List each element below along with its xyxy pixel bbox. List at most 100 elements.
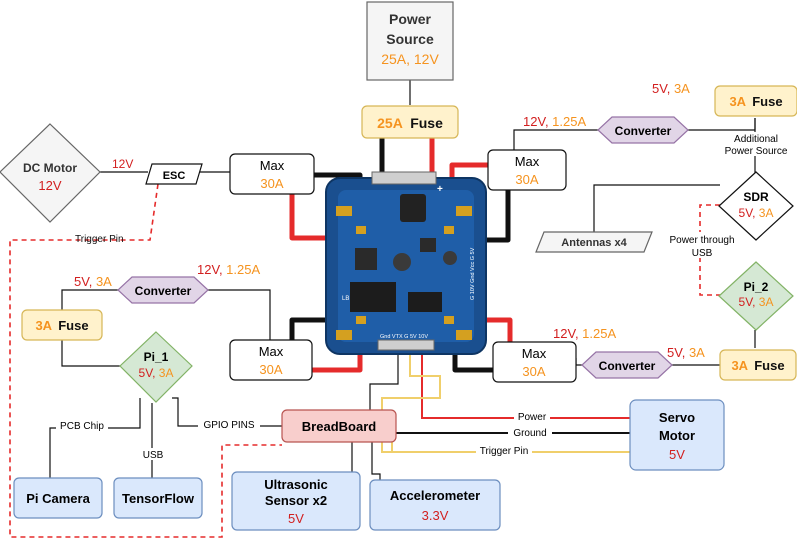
servo-voltage: 5V <box>669 447 685 462</box>
breadboard-box <box>281 409 397 443</box>
wire-converter-fuse-left <box>61 289 118 310</box>
board-chip-4 <box>355 248 377 270</box>
accelerometer-voltage: 3.3V <box>422 508 449 523</box>
accelerometer-node: Accelerometer 3.3V <box>369 479 501 531</box>
sdr-node: SDR 5V, 3A <box>718 171 794 241</box>
fuse-bottom-right: 3A Fuse <box>719 349 797 381</box>
board-inductor-1 <box>393 253 411 271</box>
pi1-v: 5V, <box>139 366 159 380</box>
dc-motor-node: DC Motor 12V <box>0 123 101 223</box>
power-wire-label: Power <box>518 412 547 423</box>
board-chip-2 <box>408 292 442 312</box>
max-top-left: Max 30A <box>229 153 315 195</box>
pad <box>456 206 472 216</box>
pad <box>444 226 454 234</box>
ultrasonic-node: Ultrasonic Sensor x2 5V <box>231 471 361 531</box>
dashed-esc-trigger <box>9 183 282 538</box>
power-source-box <box>366 1 454 81</box>
fuse-text: 3A Fuse <box>35 318 88 333</box>
accelerometer-label: Accelerometer <box>390 488 480 503</box>
pcb-chip-bg <box>56 420 108 432</box>
dc-motor-diamond <box>0 123 101 223</box>
wire-max-converter-bottom <box>575 358 582 366</box>
max-label: Max <box>522 346 547 361</box>
converter-bottom-out-a: 3A <box>689 345 705 360</box>
converter-bottom-v: 12V, <box>553 326 582 341</box>
tensorflow-box <box>113 477 203 519</box>
main-fuse-label: Fuse <box>410 115 443 131</box>
fuse-label: Fuse <box>58 318 88 333</box>
pi1-spec: 5V, 3A <box>139 366 174 380</box>
wire-pi1-camera <box>49 398 141 478</box>
wire-servo-power <box>421 352 630 419</box>
board-top-header <box>371 171 437 185</box>
power-usb-line1: Power through <box>669 235 734 246</box>
ground-wire-label-bg <box>508 427 552 439</box>
max-box <box>492 341 577 383</box>
pi1-label: Pi_1 <box>144 350 169 364</box>
additional-power-bg <box>718 132 794 156</box>
usb-bg <box>144 448 164 460</box>
max-amps: 30A <box>260 176 283 191</box>
fuse-top-right: 3A Fuse <box>714 85 797 117</box>
pi2-node: Pi_2 5V, 3A <box>718 261 794 331</box>
converter-top-a: 1.25A <box>552 114 586 129</box>
power-source-line1: Power <box>389 11 432 27</box>
wire-fuse-pi1 <box>61 340 122 367</box>
fuse-top-right-v: 5V, <box>652 81 674 96</box>
fuse-amps: 3A <box>35 318 52 333</box>
converter-bottom-a: 1.25A <box>582 326 616 341</box>
converter-bottom-input: 12V, 1.25A <box>553 326 616 341</box>
fuse-top-right-output: 5V, 3A <box>652 81 690 96</box>
wire-12v-label: 12V <box>112 157 133 171</box>
antennas-label: Antennas x4 <box>561 237 627 249</box>
fuse-box <box>714 85 797 117</box>
pad <box>444 316 454 324</box>
board-left-label: LB <box>342 296 349 302</box>
sdr-a: 3A <box>759 206 774 220</box>
power-source-node: Power Source 25A, 12V <box>366 1 454 81</box>
pi-camera-box <box>13 477 103 519</box>
sdr-diamond <box>718 171 794 241</box>
fuse-text: 3A Fuse <box>729 94 782 109</box>
pad <box>356 226 366 234</box>
sdr-v: 5V, <box>739 206 759 220</box>
power-usb-bg <box>666 232 740 258</box>
main-fuse-node: 25A Fuse <box>361 105 459 139</box>
fuse-box <box>719 349 797 381</box>
fuse-top-right-a: 3A <box>674 81 690 96</box>
additional-power-line2: Power Source <box>725 146 788 157</box>
fuse-amps: 3A <box>729 94 746 109</box>
ultrasonic-voltage: 5V <box>288 511 304 526</box>
pad <box>336 206 352 216</box>
max-bottom-left: Max 30A <box>229 339 313 381</box>
pi2-a: 3A <box>759 295 774 309</box>
power-source-spec: 25A, 12V <box>381 51 439 67</box>
converter-left-out-v: 5V, <box>74 274 96 289</box>
fuse-label: Fuse <box>752 94 782 109</box>
esc-shape <box>145 163 203 185</box>
board-bottom-pad-label: Gnd VTX G 5V 10V <box>380 334 428 340</box>
fuse-label: Fuse <box>754 358 784 373</box>
pi-camera-node: Pi Camera <box>13 477 103 519</box>
wire-breadboard-accel <box>371 442 381 480</box>
trigger-wire-label-bg <box>476 445 532 457</box>
wire-max-converter-top <box>513 129 598 150</box>
dc-motor-name: DC Motor <box>23 161 77 175</box>
antennas-shape <box>535 231 653 253</box>
max-box <box>487 149 567 191</box>
converter-bottom-out-v: 5V, <box>667 345 689 360</box>
converter-label: Converter <box>135 284 192 298</box>
wire-board-breadboard <box>369 352 399 410</box>
power-source-line2: Source <box>386 31 434 47</box>
esc-label: ESC <box>163 170 186 182</box>
servo-box <box>629 399 725 471</box>
fuse-box <box>21 309 103 341</box>
board-right-label: G 10V Gnd Vcc G 5V <box>470 247 476 300</box>
tensorflow-node: TensorFlow <box>113 477 203 519</box>
max-bottom-right: Max 30A <box>492 341 577 383</box>
board-inductor-2 <box>443 251 457 265</box>
converter-left-v: 12V, <box>197 262 226 277</box>
main-fuse-text: 25A Fuse <box>377 115 443 131</box>
board-plus-label: + <box>437 184 443 195</box>
